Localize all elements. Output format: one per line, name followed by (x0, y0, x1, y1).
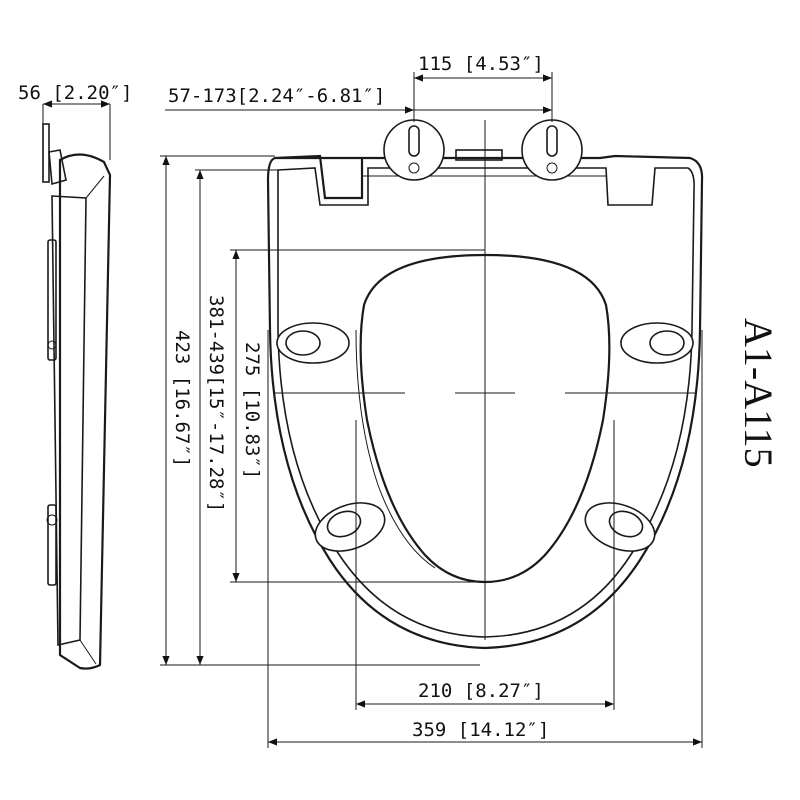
hinge-adjust-label: 57-173[2.24″-6.81″] (168, 85, 385, 107)
bumper-top-right (620, 322, 694, 364)
side-hinge (48, 149, 67, 186)
side-bracket (42, 123, 50, 183)
top-view (266, 119, 704, 650)
side-bumper-bottom (47, 504, 57, 586)
side-depth-label: 56 [2.20″] (18, 82, 132, 104)
side-seat (51, 195, 87, 646)
bumper-bottom-left (314, 502, 386, 552)
side-bumper-top (47, 239, 57, 361)
seat-length-label: 381-439[15″-17.28″] (205, 295, 227, 512)
total-length-label: 423 [16.67″] (171, 330, 193, 467)
dimension-lines: 115 [4.53″] 57-173[2.24″-6.81″] 423 [16.… (160, 53, 703, 748)
bumper-top-left (276, 322, 350, 364)
hinge-right (521, 119, 583, 181)
hinge-left (383, 119, 445, 181)
hinge-spacing-label: 115 [4.53″] (418, 53, 544, 75)
opening-length-label: 275 [10.83″] (241, 342, 263, 479)
side-lid (58, 153, 112, 670)
opening-width-label: 210 [8.27″] (418, 680, 544, 702)
seat-outline (266, 154, 704, 650)
rear-clip (455, 149, 503, 161)
model-label: A1-A115 (736, 318, 781, 468)
total-width-label: 359 [14.12″] (412, 719, 549, 741)
side-view: 56 [2.20″] (18, 82, 132, 670)
bumper-bottom-right (584, 502, 656, 552)
